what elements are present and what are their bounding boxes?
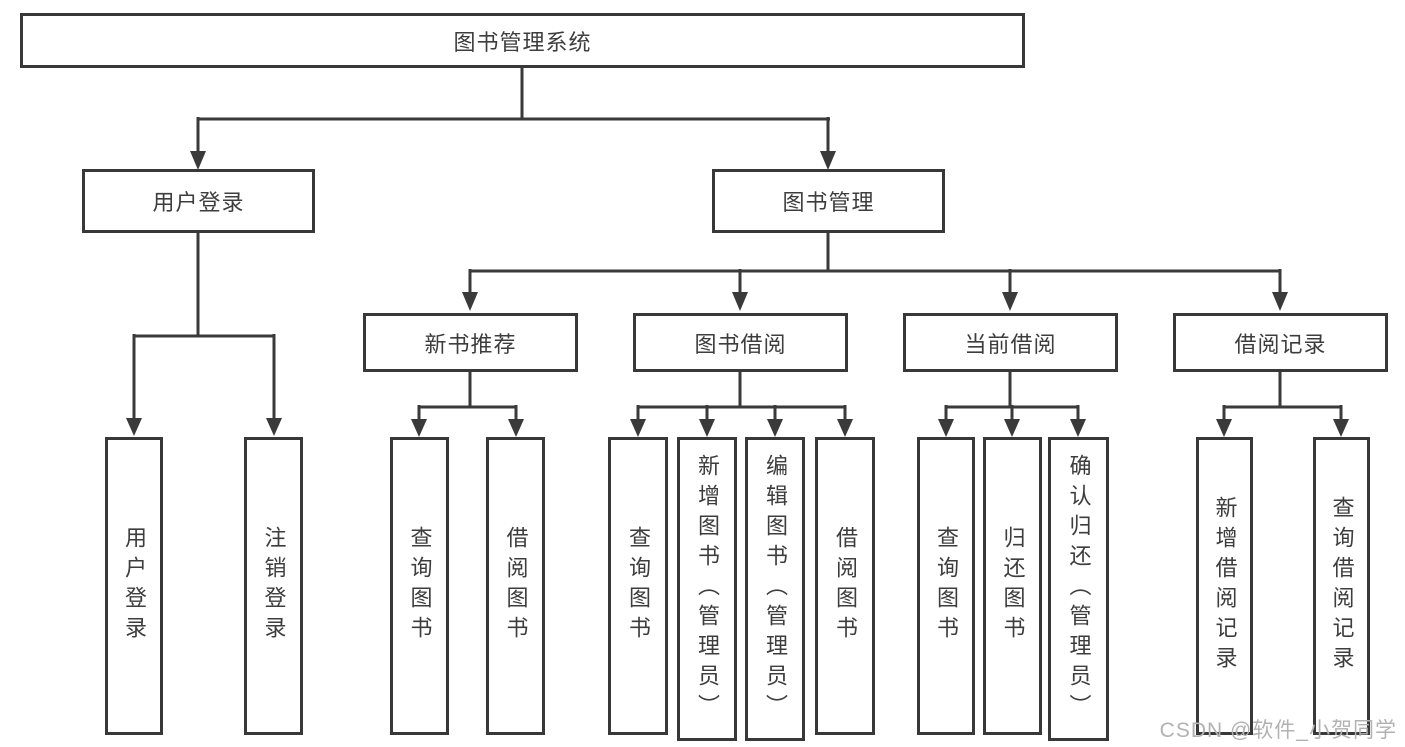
leaf-edit-book-admin: 编辑图书（管理员） bbox=[745, 437, 805, 741]
node-borrow-records-label: 借阅记录 bbox=[1234, 331, 1327, 357]
leaf-query-borrow-record: 查询借阅记录 bbox=[1313, 437, 1370, 735]
arrow-down-icon bbox=[1004, 419, 1020, 437]
leaf-add-borrow-record-label: 新增借阅记录 bbox=[1212, 496, 1238, 676]
leaf-query-books-3-label: 查询图书 bbox=[934, 526, 959, 646]
leaf-logout-label: 注销登录 bbox=[261, 526, 287, 646]
arrow-down-icon bbox=[190, 151, 206, 170]
leaf-query-borrow-record-label: 查询借阅记录 bbox=[1329, 496, 1355, 676]
node-book-borrow-label: 图书借阅 bbox=[694, 331, 787, 357]
node-root: 图书管理系统 bbox=[20, 13, 1025, 68]
leaf-query-books-1-label: 查询图书 bbox=[407, 526, 433, 646]
node-user-login: 用户登录 bbox=[82, 169, 315, 233]
leaf-query-books-2-label: 查询图书 bbox=[626, 526, 651, 646]
leaf-add-borrow-record: 新增借阅记录 bbox=[1196, 437, 1253, 735]
leaf-add-book-admin: 新增图书（管理员） bbox=[677, 437, 737, 741]
leaf-return-book-label: 归还图书 bbox=[1000, 526, 1026, 646]
arrow-down-icon bbox=[462, 292, 478, 311]
csdn-watermark: CSDN @软件_小贺同学 bbox=[1159, 719, 1397, 742]
arrow-down-icon bbox=[1333, 419, 1349, 437]
arrow-down-icon bbox=[1272, 292, 1288, 311]
leaf-borrow-books-2-label: 借阅图书 bbox=[833, 526, 858, 646]
node-new-book-recommend-label: 新书推荐 bbox=[424, 331, 517, 357]
leaf-return-book: 归还图书 bbox=[983, 437, 1042, 735]
arrow-down-icon bbox=[938, 419, 954, 437]
leaf-borrow-books-2: 借阅图书 bbox=[815, 437, 875, 735]
leaf-borrow-books-1-label: 借阅图书 bbox=[503, 526, 529, 646]
arrow-down-icon bbox=[411, 419, 427, 437]
leaf-add-book-admin-label: 新增图书（管理员） bbox=[695, 454, 720, 724]
leaf-user-login: 用户登录 bbox=[105, 437, 163, 735]
leaf-confirm-return-admin-label: 确认归还（管理员） bbox=[1066, 454, 1092, 724]
arrow-down-icon bbox=[630, 419, 646, 437]
arrow-down-icon bbox=[837, 419, 853, 437]
leaf-query-books-3: 查询图书 bbox=[917, 437, 975, 735]
arrow-down-icon bbox=[508, 419, 524, 437]
node-current-borrow: 当前借阅 bbox=[903, 313, 1118, 372]
arrow-down-icon bbox=[1002, 292, 1018, 311]
node-book-management-label: 图书管理 bbox=[782, 190, 875, 215]
node-root-label: 图书管理系统 bbox=[453, 29, 592, 55]
node-user-login-label: 用户登录 bbox=[152, 190, 245, 215]
leaf-edit-book-admin-label: 编辑图书（管理员） bbox=[763, 454, 788, 724]
arrow-down-icon bbox=[266, 418, 282, 436]
node-current-borrow-label: 当前借阅 bbox=[964, 331, 1057, 357]
leaf-logout: 注销登录 bbox=[244, 437, 303, 735]
node-book-management: 图书管理 bbox=[712, 169, 945, 233]
leaf-confirm-return-admin: 确认归还（管理员） bbox=[1048, 437, 1109, 741]
leaf-user-login-label: 用户登录 bbox=[122, 526, 147, 646]
arrow-down-icon bbox=[126, 418, 142, 436]
arrow-down-icon bbox=[699, 419, 715, 437]
arrow-down-icon bbox=[1216, 419, 1232, 437]
arrow-down-icon bbox=[1070, 419, 1086, 437]
leaf-query-books-1: 查询图书 bbox=[390, 437, 449, 735]
node-book-borrow: 图书借阅 bbox=[633, 313, 848, 372]
arrow-down-icon bbox=[820, 151, 836, 170]
leaf-borrow-books-1: 借阅图书 bbox=[486, 437, 545, 735]
arrow-down-icon bbox=[732, 292, 748, 311]
node-borrow-records: 借阅记录 bbox=[1173, 313, 1388, 372]
leaf-query-books-2: 查询图书 bbox=[608, 437, 668, 735]
arrow-down-icon bbox=[767, 419, 783, 437]
node-new-book-recommend: 新书推荐 bbox=[363, 313, 578, 372]
